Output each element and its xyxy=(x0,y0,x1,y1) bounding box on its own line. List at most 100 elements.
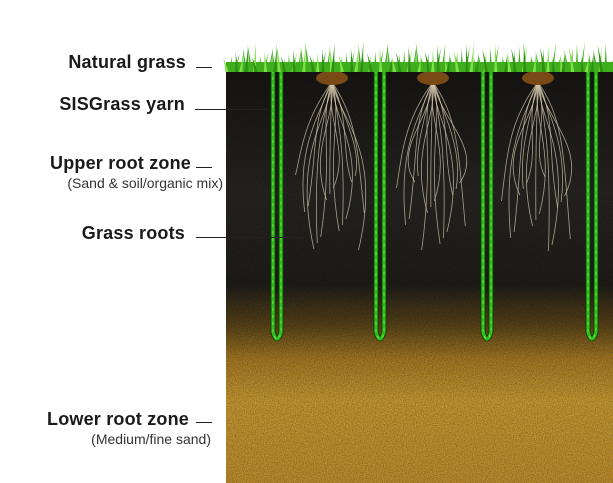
grass-blade xyxy=(412,44,417,72)
sisgrass-yarn-title: SISGrass yarn xyxy=(59,94,185,114)
yarn-loop xyxy=(374,70,386,341)
grass-blade xyxy=(597,45,603,72)
natural-grass-title: Natural grass xyxy=(68,52,186,72)
root-strand xyxy=(320,81,333,238)
root-strand xyxy=(407,81,434,183)
root-strand xyxy=(331,81,340,232)
grass-blade xyxy=(475,55,479,72)
root-strand xyxy=(526,81,539,184)
grass-blade xyxy=(436,45,440,72)
grass-blade xyxy=(302,44,306,72)
root-strand xyxy=(432,81,454,196)
grass-blade xyxy=(431,49,435,72)
upper-root-zone-leader xyxy=(196,167,212,168)
root-strand xyxy=(432,81,454,233)
root-strand xyxy=(537,81,550,252)
grass-blade xyxy=(383,45,388,72)
root-strand xyxy=(408,81,434,220)
grass-roots-title: Grass roots xyxy=(81,223,185,243)
root-strand xyxy=(331,81,353,183)
grass-blade xyxy=(561,52,565,72)
root-strand xyxy=(537,81,571,240)
root-strand xyxy=(535,81,539,221)
root-strand xyxy=(432,81,468,184)
root-strand xyxy=(331,81,367,251)
sisgrass-yarn-leader xyxy=(195,109,267,110)
grass-blade xyxy=(417,57,421,72)
grass-blade xyxy=(460,48,464,72)
root-strand xyxy=(501,81,539,202)
root-bundle xyxy=(501,71,573,252)
grass-blade xyxy=(564,50,569,72)
soil-texture xyxy=(226,70,613,483)
grass-blade xyxy=(253,42,257,72)
soil-profile xyxy=(226,70,613,483)
grass-blade xyxy=(367,53,373,72)
natural-grass-label: Natural grass xyxy=(68,52,186,73)
grass-blade xyxy=(354,46,359,72)
grass-blade xyxy=(556,56,561,72)
root-strand xyxy=(521,81,539,190)
grass-blade xyxy=(321,49,325,72)
grass-blade xyxy=(469,42,475,72)
grass-blade xyxy=(273,45,277,72)
grass-blade xyxy=(287,54,291,72)
grass-blade xyxy=(453,50,459,72)
lower-root-zone-leader xyxy=(196,422,212,423)
grass-roots-label: Grass roots xyxy=(82,223,185,244)
yarn-loop xyxy=(271,70,283,341)
grass-blade xyxy=(239,50,244,72)
root-strand xyxy=(295,81,333,176)
grass-roots-leader xyxy=(196,237,304,238)
grass-blade xyxy=(223,58,229,72)
grass-blade xyxy=(258,55,262,72)
grass-blade xyxy=(503,54,508,72)
upper-root-zone-title: Upper root zone xyxy=(50,153,191,173)
grass-blade xyxy=(387,43,391,72)
grass-blade xyxy=(465,44,469,72)
root-strand xyxy=(537,81,559,209)
root-strand xyxy=(307,81,333,207)
natural-grass-leader xyxy=(196,67,212,68)
root-strand xyxy=(319,81,333,201)
grass-blade xyxy=(296,48,302,72)
root-strand xyxy=(331,81,365,214)
root-strand xyxy=(512,81,539,196)
grass-blade xyxy=(316,53,320,72)
root-strand xyxy=(525,81,539,227)
grass-blade xyxy=(379,47,383,72)
root-strand xyxy=(302,81,333,213)
grass-blade xyxy=(590,51,594,72)
root-strand xyxy=(432,81,466,227)
grass-blade xyxy=(593,49,598,72)
grass-blade xyxy=(539,47,546,72)
grass-blade xyxy=(350,48,354,72)
root-strand xyxy=(431,81,441,202)
root-strand xyxy=(417,81,434,177)
upper-root-zone-label: Upper root zone (Sand & soil/organic mix… xyxy=(50,153,223,191)
grass-blade xyxy=(251,57,258,72)
grass-blade xyxy=(506,52,512,72)
grass-blade xyxy=(305,42,310,72)
root-strand xyxy=(421,81,434,251)
grass-blade xyxy=(608,60,613,72)
root-strand xyxy=(306,81,333,250)
grass-blade xyxy=(344,52,348,72)
natural-grass-layer xyxy=(223,42,613,72)
grass-blade xyxy=(325,47,331,72)
root-strand xyxy=(396,81,434,189)
grass-blade xyxy=(517,46,521,72)
grass-blade xyxy=(373,51,377,72)
grass-blade xyxy=(395,52,402,72)
root-bundle xyxy=(396,71,468,251)
root-strand xyxy=(403,81,434,226)
grass-blade xyxy=(359,42,364,72)
grass-roots-group xyxy=(295,71,573,252)
root-strand xyxy=(537,81,573,197)
upper-root-zone-detail: (Sand & soil/organic mix) xyxy=(67,175,223,191)
root-strand xyxy=(432,81,441,245)
root-bundle xyxy=(295,71,367,251)
root-strand xyxy=(432,81,458,190)
grass-blade xyxy=(532,53,537,72)
grass-blade xyxy=(584,55,590,72)
